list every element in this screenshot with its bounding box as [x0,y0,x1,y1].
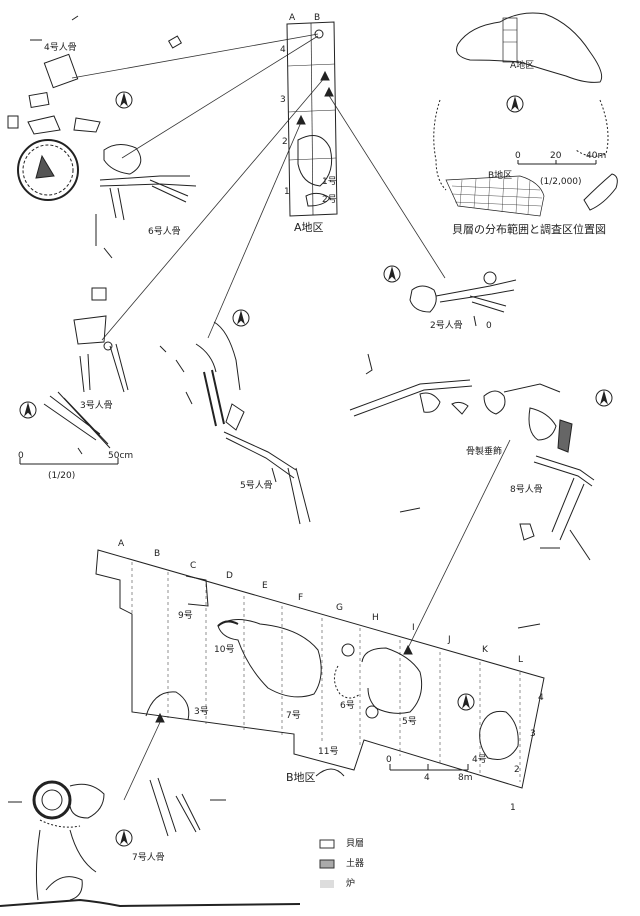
north-arrow-icon [383,265,401,283]
area-b-col-label: E [262,581,268,591]
area-b-feature-label: 10号 [214,645,235,655]
area-b-col-label: J [448,635,451,645]
connector-lines [71,33,511,801]
area-a-row-label: 4 [280,45,286,55]
area-b-col-label: C [190,561,197,571]
skeleton-2-zero: 0 [486,321,492,331]
skeleton-4-drawing [7,15,183,201]
skeleton-3-drawing [43,287,129,455]
north-arrow-icon [19,401,37,419]
area-b-col-label: B [154,549,161,559]
area-b-col-label: H [372,613,379,623]
area-b-scale-tick: 4 [424,773,430,783]
area-b-col-label: G [336,603,343,613]
legend-hearth-label: 炉 [346,879,356,889]
north-arrow-icons [19,91,613,847]
legend-shell-label: 貝層 [346,839,365,849]
area-b-feature-label: 4号 [472,755,487,765]
area-a-row-label: 3 [280,95,286,105]
skeleton-8-drawing [349,353,595,629]
skeleton-2-drawing [409,271,517,327]
skeleton-8-label: 8号人骨 [510,485,543,495]
north-arrow-icon [595,389,613,407]
skeleton-5-label: 5号人骨 [240,481,273,491]
scale-bar-small [19,458,119,465]
location-scale-tick: 0 [515,151,521,161]
area-b-col-label: L [518,655,524,665]
skeleton-6-drawing [95,144,197,259]
skeleton-6-label: 6号人骨 [148,227,181,237]
area-a-grid [286,21,338,217]
scale-bar-area-b [389,764,469,771]
area-b-feature-label: 11号 [318,747,339,757]
area-b-feature-label: 5号 [402,717,417,727]
north-arrow-icon [115,91,133,109]
scale-small-ratio: (1/20) [48,471,76,481]
bone-ornament-label: 骨製垂飾 [466,447,503,457]
legend-pottery-label: 土器 [346,859,365,869]
area-b-feature-label: 7号 [286,711,301,721]
area-b-row-label: 2 [514,765,520,775]
location-scale-ratio: (1/2,000) [540,177,582,187]
area-b-col-label: F [298,593,304,603]
area-b-feature-label: 9号 [178,611,193,621]
area-b-col-label: A [118,539,125,549]
location-map [433,12,618,217]
north-arrow-icon [506,95,524,113]
legend-swatches [319,839,335,888]
skeleton-7-label: 7号人骨 [132,853,165,863]
area-b-scale-tick: 0 [386,755,392,765]
area-b-col-label: I [412,623,415,633]
area-b-row-label: 3 [530,729,536,739]
area-a-row-label: 1 [284,187,290,197]
area-a-feature-label: 2号 [322,195,337,205]
area-b-grid [95,549,545,789]
area-b-col-label: K [482,645,488,655]
area-b-col-label: D [226,571,233,581]
scale-small-tick: 50cm [108,451,134,461]
area-b-feature-label: 6号 [340,701,355,711]
location-area-b-label: B地区 [488,171,513,181]
area-a-col-label: B [314,13,321,23]
skeleton-4-label: 4号人骨 [44,43,77,53]
location-scale-tick: 20 [550,151,562,161]
scale-small-tick: 0 [18,451,24,461]
area-b-row-label: 4 [538,693,544,703]
area-a-feature-label: 1号 [322,177,337,187]
location-map-caption: 貝層の分布範囲と調査区位置図 [452,223,606,236]
skeleton-5-drawing [159,321,311,525]
skeleton-2-label: 2号人骨 [430,321,463,331]
area-b-feature-label: 3号 [194,707,209,717]
location-scale-tick: 40m [586,151,607,161]
area-b-row-label: 1 [510,803,516,813]
skeleton-7-drawing [0,777,301,908]
area-b-title: B地区 [286,771,316,784]
area-a-row-label: 2 [282,137,288,147]
north-arrow-icon [457,693,475,711]
area-a-title: A地区 [294,221,324,234]
north-arrow-icon [232,309,250,327]
location-area-a-label: A地区 [510,61,535,71]
area-a-col-label: A [289,13,296,23]
skeleton-3-label: 3号人骨 [80,401,113,411]
north-arrow-icon [115,829,133,847]
area-b-scale-tick: 8m [458,773,473,783]
